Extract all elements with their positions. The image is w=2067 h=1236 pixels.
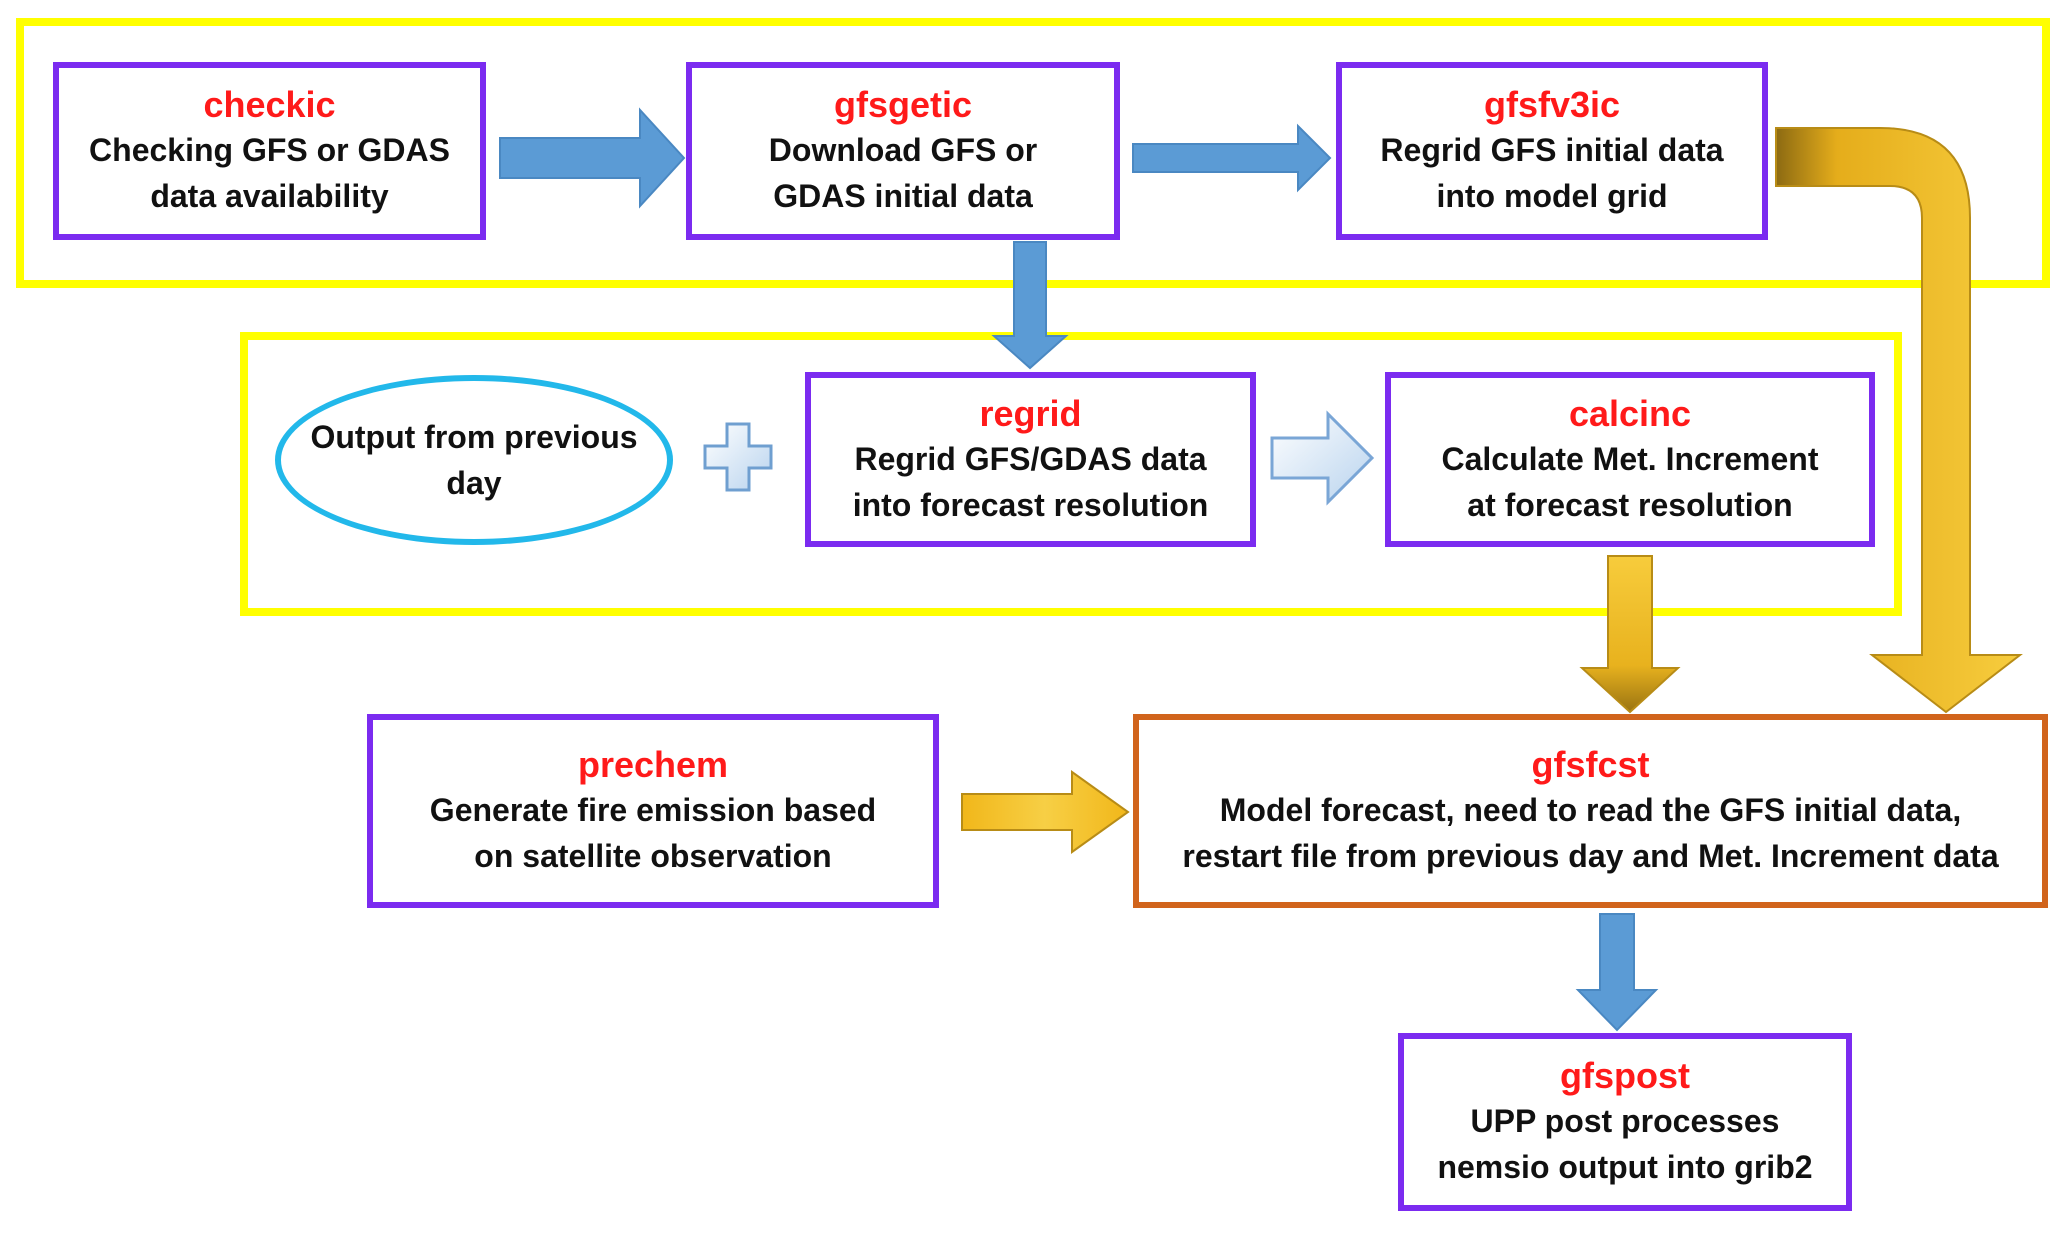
arrow-calcinc-to-gfsfcst xyxy=(1579,555,1681,714)
node-checkic: checkic Checking GFS or GDAS data availa… xyxy=(53,62,486,240)
node-gfspost-desc: UPP post processes nemsio output into gr… xyxy=(1437,1103,1813,1185)
node-gfsfv3ic: gfsfv3ic Regrid GFS initial data into mo… xyxy=(1336,62,1768,240)
node-regrid: regrid Regrid GFS/GDAS data into forecas… xyxy=(805,372,1256,547)
arrow-regrid-to-calcinc xyxy=(1270,410,1375,506)
node-gfspost-title: gfspost xyxy=(1560,1055,1690,1096)
middle-group-frame xyxy=(240,332,1902,616)
node-gfspost: gfspost UPP post processes nemsio output… xyxy=(1398,1033,1852,1211)
node-previous-output: Output from previous day xyxy=(275,375,673,545)
arrow-prechem-to-gfsfcst xyxy=(961,770,1130,854)
node-checkic-desc: Checking GFS or GDAS data availability xyxy=(89,132,450,214)
node-gfsfv3ic-title: gfsfv3ic xyxy=(1483,84,1621,125)
node-gfsgetic-desc: Download GFS or GDAS initial data xyxy=(768,132,1038,214)
node-gfsgetic: gfsgetic Download GFS or GDAS initial da… xyxy=(686,62,1120,240)
node-gfsfcst-title: gfsfcst xyxy=(1531,744,1650,785)
arrow-gfsfcst-to-gfspost xyxy=(1575,913,1659,1032)
node-gfsfcst-desc: Model forecast, need to read the GFS ini… xyxy=(1182,792,1999,874)
node-calcinc-desc: Calculate Met. Increment at forecast res… xyxy=(1441,440,1819,523)
arrow-gfsgetic-to-regrid xyxy=(991,241,1069,370)
node-regrid-title: regrid xyxy=(979,392,1082,434)
node-prechem-desc: Generate fire emission based on satellit… xyxy=(429,792,877,874)
node-gfsfcst: gfsfcst Model forecast, need to read the… xyxy=(1133,714,2048,908)
arrow-gfsfv3ic-to-gfsfcst xyxy=(1775,127,2023,714)
arrow-gfsgetic-to-gfsfv3ic xyxy=(1132,123,1332,193)
node-calcinc-title: calcinc xyxy=(1568,392,1692,434)
node-checkic-title: checkic xyxy=(203,84,336,125)
node-gfsfv3ic-desc: Regrid GFS initial data into model grid xyxy=(1380,132,1724,214)
plus-icon xyxy=(703,422,773,492)
node-regrid-desc: Regrid GFS/GDAS data into forecast resol… xyxy=(852,440,1209,523)
arrow-checkic-to-gfsgetic xyxy=(499,107,686,209)
node-gfsgetic-title: gfsgetic xyxy=(833,84,973,125)
node-calcinc: calcinc Calculate Met. Increment at fore… xyxy=(1385,372,1875,547)
node-prechem: prechem Generate fire emission based on … xyxy=(367,714,939,908)
node-prechem-title: prechem xyxy=(577,744,729,785)
